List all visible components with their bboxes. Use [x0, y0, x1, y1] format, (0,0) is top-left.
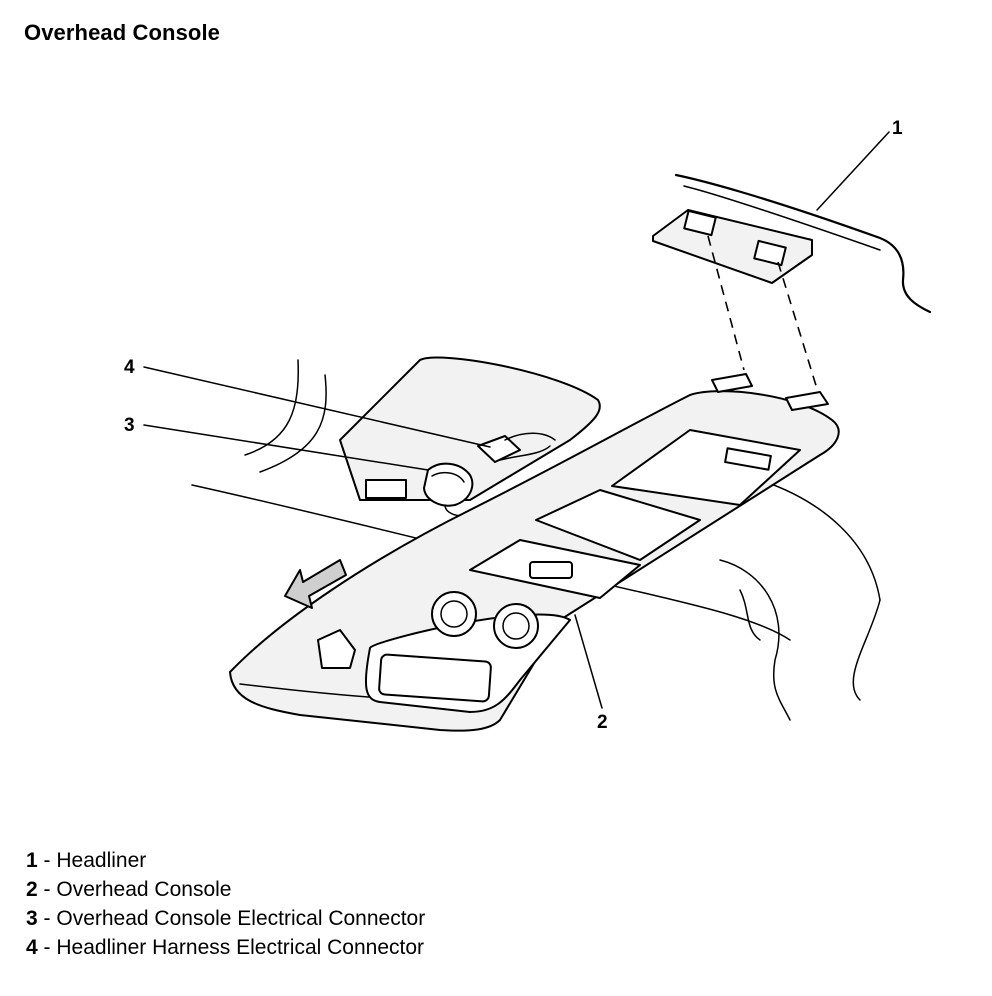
legend-item: 4 - Headliner Harness Electrical Connect…: [26, 933, 425, 962]
forward-direction-arrow: [284, 559, 347, 609]
callout-4: 4: [124, 357, 135, 378]
console-electrical-connector: [423, 462, 474, 517]
legend-separator: -: [37, 878, 57, 901]
legend-label: Overhead Console: [56, 878, 232, 901]
callout-3: 3: [124, 415, 135, 436]
legend-label: Headliner Harness Electrical Connector: [56, 936, 425, 959]
leader-line-2: [574, 614, 603, 709]
legend-separator: -: [37, 936, 57, 959]
roof-mount-plate: [339, 356, 601, 501]
headliner-drawing: [652, 173, 932, 314]
headliner-harness-connector: [477, 432, 556, 463]
legend-number: 3: [26, 907, 38, 930]
legend-separator: -: [37, 849, 57, 872]
legend-number: 2: [26, 878, 38, 901]
alignment-guide: [707, 235, 745, 371]
parts-legend: 1 - Headliner 2 - Overhead Console 3 - O…: [26, 846, 425, 962]
overhead-console-drawing: [229, 373, 840, 732]
legend-number: 4: [26, 936, 38, 959]
legend-item: 2 - Overhead Console: [26, 875, 425, 904]
alignment-guide: [777, 261, 819, 393]
leader-line-4: [143, 366, 491, 448]
callout-1: 1: [892, 118, 903, 139]
mount-slot: [365, 479, 407, 499]
legend-item: 3 - Overhead Console Electrical Connecto…: [26, 904, 425, 933]
legend-number: 1: [26, 849, 38, 872]
legend-label: Headliner: [56, 849, 147, 872]
legend-separator: -: [37, 907, 57, 930]
page-title: Overhead Console: [24, 20, 220, 45]
callout-2: 2: [597, 712, 608, 733]
legend-item: 1 - Headliner: [26, 846, 425, 875]
leader-line-1: [816, 131, 890, 211]
legend-label: Overhead Console Electrical Connector: [56, 907, 426, 930]
leader-line-3: [143, 424, 429, 471]
